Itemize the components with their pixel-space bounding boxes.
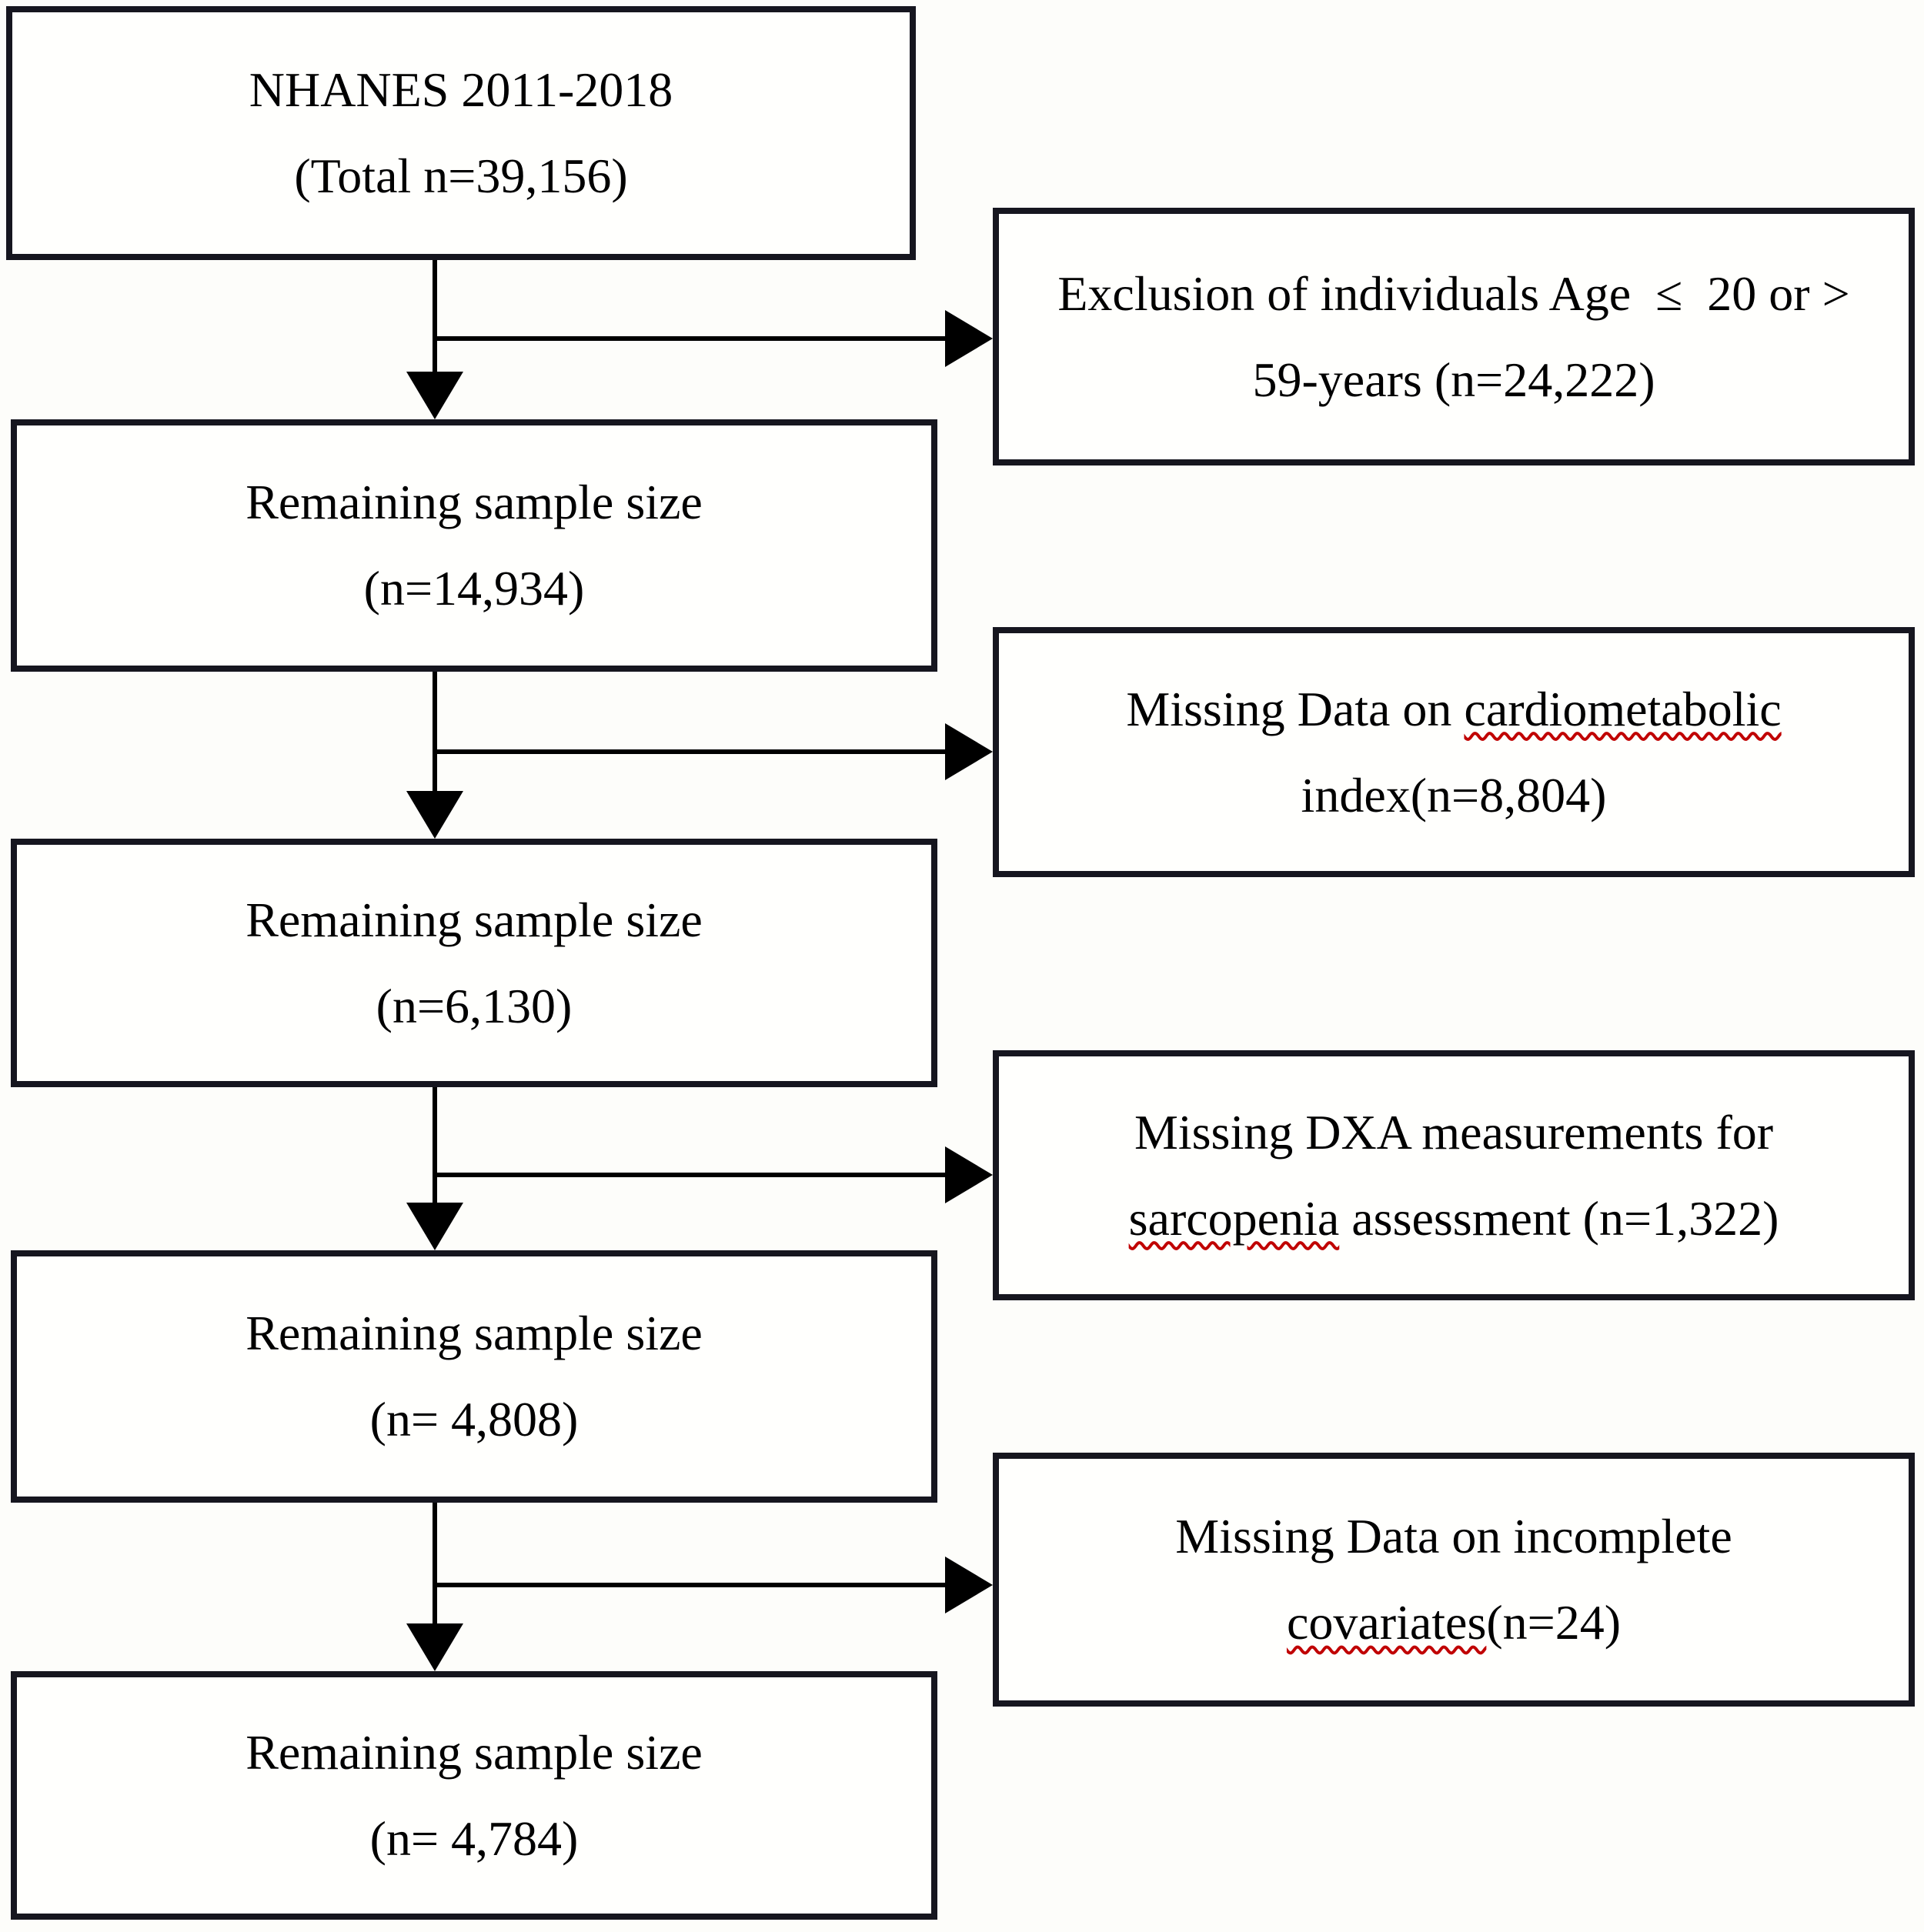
box-text-segment: Missing Data on: [1126, 681, 1465, 736]
box-text-line: covariates(n=24): [1287, 1580, 1621, 1666]
box-text-line: Remaining sample size: [246, 475, 703, 529]
box-text-line: (n=14,934): [363, 561, 585, 616]
down-arrow-head-4: [406, 1623, 463, 1671]
down-arrow-line-2: [433, 672, 437, 795]
spellcheck-flagged-word: sarcopenia: [1128, 1190, 1340, 1246]
box-text-line: Missing Data on incomplete: [1175, 1509, 1732, 1563]
right-arrow-head-4: [945, 1557, 993, 1613]
box-text-line: (n= 4,808): [369, 1392, 579, 1446]
right-arrow-line-3: [433, 1173, 947, 1177]
spellcheck-flagged-word: covariates: [1286, 1595, 1487, 1650]
box-text-segment: assessment (n=1,322): [1339, 1190, 1779, 1246]
flow-box-remaining-3: Remaining sample size (n= 4,808): [11, 1250, 937, 1503]
right-arrow-head-2: [945, 723, 993, 780]
box-text-line: (n= 4,784): [369, 1810, 579, 1866]
right-arrow-head-1: [945, 310, 993, 367]
flow-box-missing-covariates: Missing Data on incomplete covariates(n=…: [993, 1453, 1915, 1707]
down-arrow-line-3: [433, 1087, 437, 1206]
box-text-line: Exclusion of individuals Age ≤ 20 or >: [1057, 265, 1850, 321]
box-text-line: Missing DXA measurements for: [1134, 1104, 1774, 1160]
flow-box-missing-dxa: Missing DXA measurements for sarcopenia …: [993, 1050, 1915, 1300]
box-text-segment: (n=24): [1486, 1595, 1622, 1650]
right-arrow-line-2: [433, 749, 947, 754]
box-text-line: (n=6,130): [376, 978, 573, 1033]
down-arrow-line-4: [433, 1503, 437, 1626]
spellcheck-flagged-word: cardiometabolic: [1464, 681, 1782, 736]
flow-box-remaining-1: Remaining sample size (n=14,934): [11, 419, 937, 672]
box-text-line: Remaining sample size: [246, 892, 703, 947]
box-text-line: Missing Data on cardiometabolic: [1126, 666, 1781, 752]
box-text-line: index(n=8,804): [1301, 767, 1607, 823]
box-text-line: (Total n=39,156): [294, 148, 628, 203]
box-text-line: Remaining sample size: [246, 1306, 703, 1360]
right-arrow-line-1: [433, 336, 947, 341]
right-arrow-head-3: [945, 1146, 993, 1203]
down-arrow-head-2: [406, 791, 463, 839]
down-arrow-head-3: [406, 1203, 463, 1250]
flow-box-exclusion-age: Exclusion of individuals Age ≤ 20 or > 5…: [993, 208, 1915, 465]
box-text-line: sarcopenia assessment (n=1,322): [1129, 1176, 1779, 1262]
right-arrow-line-4: [433, 1583, 947, 1587]
down-arrow-line-1: [433, 260, 437, 375]
box-text-line: Remaining sample size: [246, 1724, 703, 1780]
flow-box-missing-cardiometabolic: Missing Data on cardiometabolic index(n=…: [993, 627, 1915, 877]
down-arrow-head-1: [406, 372, 463, 419]
box-text-line: 59-years (n=24,222): [1252, 352, 1655, 407]
flow-box-remaining-4: Remaining sample size (n= 4,784): [11, 1671, 937, 1920]
flow-box-nhanes-total: NHANES 2011-2018 (Total n=39,156): [6, 6, 916, 260]
flow-box-remaining-2: Remaining sample size (n=6,130): [11, 839, 937, 1087]
box-text-line: NHANES 2011-2018: [249, 62, 673, 117]
